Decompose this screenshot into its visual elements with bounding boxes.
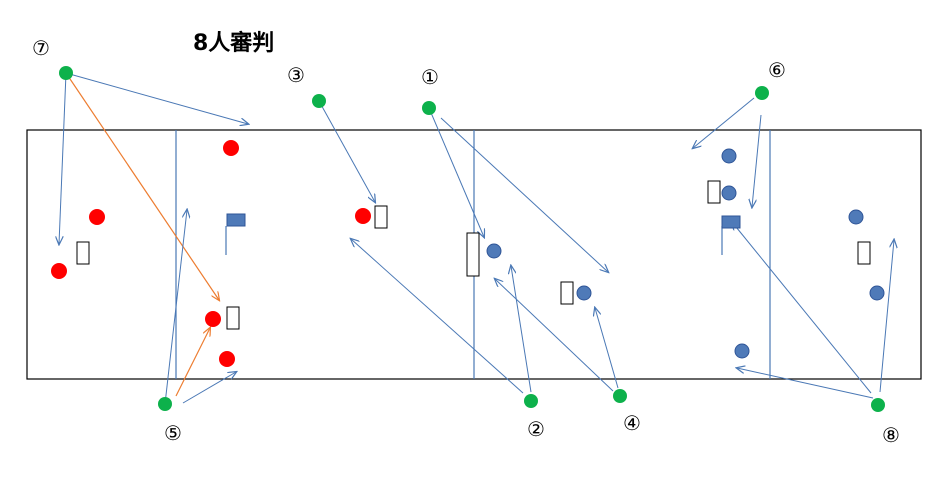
red-dot-icon xyxy=(355,208,371,224)
referee-label-5: ⑤ xyxy=(164,421,182,445)
referee-5-icon xyxy=(158,397,172,411)
goal-rect-icon xyxy=(226,306,240,330)
referee-4-icon xyxy=(613,389,627,403)
arrow-ref1-right xyxy=(440,117,608,272)
goal-rect-icon xyxy=(374,205,388,229)
diagram-title: 8人審判 xyxy=(193,30,274,56)
red-dot-icon xyxy=(223,140,239,156)
blue-dot-icon xyxy=(734,343,750,359)
blue-dot-icon xyxy=(486,243,502,259)
arrow-ref7-right xyxy=(65,72,248,124)
blue-dot-icon xyxy=(848,209,864,225)
arrow-ref7-orange xyxy=(65,72,219,300)
referee-label-2: ② xyxy=(527,417,545,441)
arrow-ref5-right xyxy=(182,372,236,404)
goal-rect-icon xyxy=(560,281,574,305)
arrow-ref5-up xyxy=(164,210,187,405)
referee-6-icon xyxy=(755,86,769,100)
blue-dot-icon xyxy=(721,185,737,201)
red-dot-icon xyxy=(89,209,105,225)
arrow-ref1-down xyxy=(428,107,484,237)
blue-dot-icon xyxy=(869,285,885,301)
referee-label-6: ⑥ xyxy=(768,58,786,82)
arrow-ref6-left xyxy=(693,97,755,148)
arrow-ref8-left xyxy=(737,368,874,399)
court xyxy=(26,129,922,380)
movement-arrows xyxy=(59,72,894,405)
goal-markers xyxy=(76,180,871,330)
referee-label-7: ⑦ xyxy=(32,36,50,60)
goal-rect-icon xyxy=(707,180,721,204)
goal-rect-icon xyxy=(857,241,871,265)
referee-7-icon xyxy=(59,66,73,80)
referee-1-icon xyxy=(422,101,436,115)
arrow-ref3 xyxy=(318,100,375,202)
goal-rect-icon xyxy=(76,241,90,265)
arrow-ref5-orange xyxy=(175,328,210,397)
arrow-ref2-up xyxy=(511,266,532,393)
referee-label-3: ③ xyxy=(287,63,305,87)
blue-square-icon xyxy=(721,215,741,229)
arrow-ref4-up xyxy=(595,308,619,389)
arrow-ref7-down xyxy=(59,72,67,244)
arrow-ref6-down xyxy=(752,114,762,207)
blue-team xyxy=(486,148,885,359)
blue-dot-icon xyxy=(721,148,737,164)
red-dot-icon xyxy=(205,311,221,327)
goal-rect-icon xyxy=(466,232,480,277)
referee-labels: ① ② ③ ④ ⑤ ⑥ ⑦ ⑧ xyxy=(32,36,900,447)
arrow-ref8-up xyxy=(879,240,894,393)
red-dot-icon xyxy=(219,351,235,367)
referee-label-8: ⑧ xyxy=(882,423,900,447)
red-team xyxy=(51,140,371,367)
referee-label-4: ④ xyxy=(623,411,641,435)
referee-2-icon xyxy=(524,394,538,408)
arrow-ref2-left xyxy=(351,239,524,394)
referee-8-icon xyxy=(871,398,885,412)
referees xyxy=(59,66,885,412)
blue-dot-icon xyxy=(576,285,592,301)
referee-3-icon xyxy=(312,94,326,108)
arrow-ref4-left xyxy=(495,279,614,392)
blue-square-icon xyxy=(226,213,246,227)
referee-label-1: ① xyxy=(421,65,439,89)
arrow-ref8-upleft xyxy=(732,222,872,394)
red-dot-icon xyxy=(51,263,67,279)
